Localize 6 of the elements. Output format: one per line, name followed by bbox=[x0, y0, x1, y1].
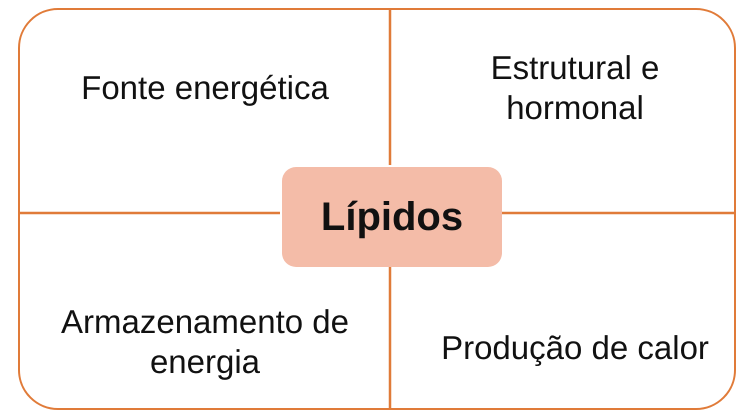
central-topic-box: Lípidos bbox=[282, 167, 502, 267]
diagram-frame bbox=[18, 8, 736, 410]
topic-text: Armazenamento de energia bbox=[60, 302, 350, 382]
topic-text: Fonte energética bbox=[40, 68, 370, 108]
topic-text: Estrutural e hormonal bbox=[440, 48, 710, 128]
topic-text: Produção de calor bbox=[410, 328, 740, 368]
